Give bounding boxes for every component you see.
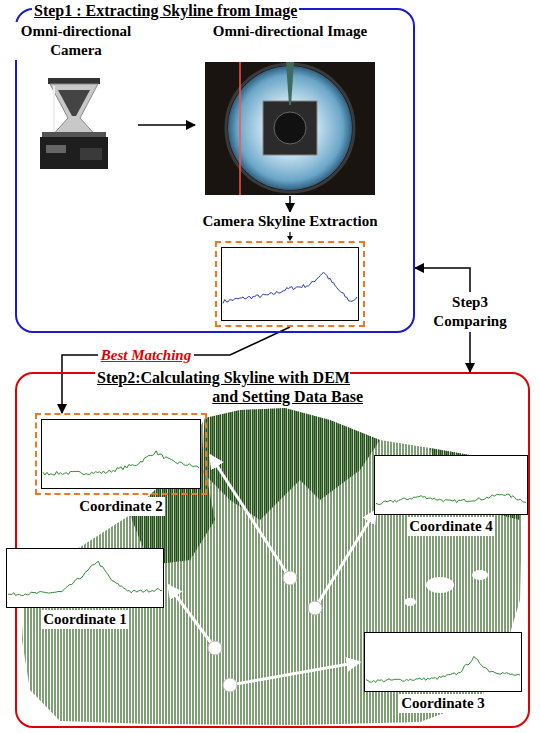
small-arrow — [190, 231, 390, 241]
node-label: Coordinate 4 — [407, 517, 495, 536]
dem-terrain-part — [200, 408, 380, 520]
skyline-plot — [41, 419, 201, 489]
node-label: Coordinate 3 — [399, 694, 487, 713]
chart-caption: Coordinate 1 — [6, 610, 164, 629]
chart-caption: Coordinate 3 — [364, 694, 522, 713]
camera-photo-part — [48, 78, 100, 84]
camera-photo-part — [58, 90, 90, 116]
skyline-plot — [6, 548, 164, 608]
step-panel: Step2:Calculating Skyline with DEM and S… — [15, 372, 530, 728]
camera-photo-part — [46, 145, 66, 153]
step-panel: Step1 : Extracting Skyline from ImageOmn… — [15, 8, 415, 333]
camera-photo-part — [40, 137, 108, 169]
skyline-plot — [221, 247, 359, 321]
coordinate-pointer-part — [210, 455, 290, 578]
coordinate-chart: Coordinate 4 — [374, 455, 528, 536]
match-highlight — [35, 413, 207, 495]
connector-arrow — [289, 196, 291, 212]
coordinate-pointer-part — [308, 601, 322, 615]
plot-frame — [365, 633, 522, 692]
dem-terrain-part — [404, 598, 416, 606]
omni-image-part — [239, 62, 241, 195]
coordinate-pointer-part — [223, 678, 237, 692]
figure-heading: Omni-directional Camera — [14, 22, 138, 60]
omni-image-part — [274, 112, 306, 144]
connector-label-box: Best Matching — [98, 345, 194, 366]
node-label: Step1 : Extracting Skyline from Image — [32, 1, 299, 20]
coordinate-pointer-part — [315, 510, 376, 608]
coordinate-pointer-part — [283, 571, 297, 585]
node-label: Camera Skyline Extraction — [201, 212, 380, 231]
chart-caption: Coordinate 2 — [35, 497, 207, 516]
connector-label-box: Step3 Comparing — [425, 292, 515, 332]
omni-image-part — [286, 62, 294, 105]
omni-image — [205, 62, 375, 195]
camera-figure: Omni-directional Camera — [14, 22, 138, 172]
connector-label: Step3 Comparing — [425, 292, 515, 332]
panel-heading: Step2:Calculating Skyline with DEM and S… — [95, 368, 365, 406]
coordinate-chart: Coordinate 1 — [6, 548, 164, 629]
coordinate-pointer-part — [208, 641, 222, 655]
plot-frame — [7, 549, 164, 608]
camera-photo-part — [80, 148, 102, 160]
skyline-line — [43, 451, 199, 475]
plot-frame — [42, 420, 201, 489]
coordinate-chart: Coordinate 3 — [364, 632, 522, 713]
match-highlight — [215, 241, 365, 327]
node-label: Omni-directional Image — [211, 22, 369, 41]
skyline-line — [366, 656, 520, 682]
skyline-line — [376, 494, 526, 504]
coordinate-pointer — [168, 455, 376, 692]
camera-photo — [40, 78, 108, 169]
figure-heading: Omni-directional Image — [195, 22, 385, 41]
image-figure: Omni-directional Image — [195, 22, 385, 196]
plot-frame — [375, 456, 528, 515]
chart-heading: Camera Skyline Extraction — [190, 212, 390, 231]
node-label: Coordinate 1 — [41, 610, 129, 629]
dem-terrain-part — [426, 577, 454, 593]
plot-frame — [222, 248, 359, 321]
skyline-line — [8, 561, 162, 595]
panel-heading: Step1 : Extracting Skyline from Image — [32, 1, 299, 20]
node-label: Omni-directional Camera — [14, 22, 138, 60]
skyline-plot — [364, 632, 522, 692]
coordinate-chart: Coordinate 2 — [35, 413, 207, 516]
node-label: Step2:Calculating Skyline with DEM and S… — [95, 369, 365, 405]
coordinate-pointer-part — [168, 585, 215, 648]
coordinate-pointer-part — [230, 662, 360, 685]
dem-terrain-part — [472, 570, 488, 580]
connector-label: Best Matching — [98, 345, 194, 366]
omni-image-part — [263, 101, 317, 155]
omni-image-part — [205, 62, 375, 195]
connector-arrow — [138, 124, 195, 126]
camera-photo-part — [50, 84, 98, 138]
skyline-chart: Camera Skyline Extraction — [190, 212, 390, 327]
node-label: Coordinate 2 — [77, 497, 165, 516]
skyline-plot — [374, 455, 528, 515]
skyline-line — [223, 272, 357, 303]
chart-caption: Coordinate 4 — [374, 517, 528, 536]
camera-photo-part — [53, 86, 55, 134]
